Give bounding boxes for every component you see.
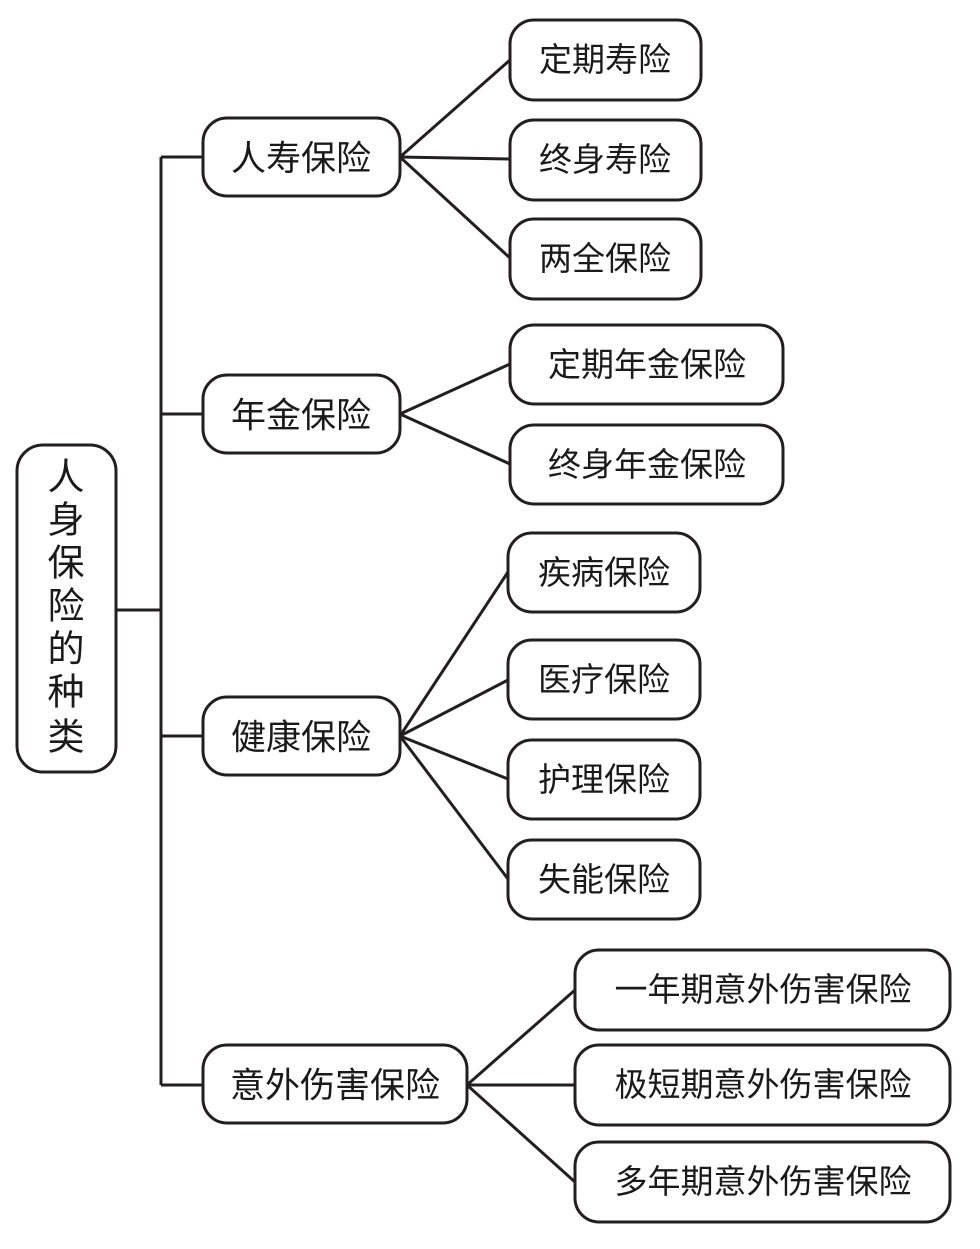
leaf-label-disease: 疾病保险: [538, 555, 670, 592]
branch-node-health-insurance[interactable]: 健康保险: [201, 695, 402, 777]
root-node[interactable]: 人 身 保 险 的 种 类: [15, 443, 118, 774]
root-label-char-3: 险: [48, 586, 85, 628]
leaf-node-disability[interactable]: 失能保险: [506, 838, 702, 921]
leaf-node-multi-year-accident[interactable]: 多年期意外伤害保险: [573, 1140, 952, 1224]
leaf-label-multi-year-accident: 多年期意外伤害保险: [615, 1164, 912, 1201]
leaf-box-whole-life[interactable]: [508, 118, 703, 202]
branch-node-life-insurance[interactable]: 人寿保险: [201, 116, 402, 198]
leaf-node-disease[interactable]: 疾病保险: [506, 531, 702, 614]
connector-health-to-leaf-3: [399, 734, 509, 781]
leaf-label-endowment: 两全保险: [539, 241, 671, 278]
leaf-box-ultra-short-accident[interactable]: [573, 1043, 952, 1127]
connector-health-to-leaf-4: [398, 735, 510, 880]
leaf-label-term-life: 定期寿险: [539, 42, 671, 79]
branch-node-annuity-insurance[interactable]: 年金保险: [201, 373, 402, 455]
branch-box-annuity-insurance[interactable]: [201, 373, 402, 455]
connector-health-to-leaf-2: [399, 678, 509, 738]
connector-life-to-leaf-3: [398, 155, 512, 260]
leaf-box-multi-year-accident[interactable]: [573, 1140, 952, 1224]
leaf-box-medical[interactable]: [506, 638, 702, 721]
root-label-char-4: 的: [48, 629, 85, 671]
leaf-label-whole-annuity: 终身年金保险: [548, 447, 746, 484]
connector-group-health: [398, 571, 510, 880]
branch-label-accident-insurance: 意外伤害保险: [230, 1067, 440, 1106]
branch-box-accident-insurance[interactable]: [201, 1043, 469, 1125]
leaf-box-term-annuity[interactable]: [508, 323, 785, 406]
root-label-char-2: 保: [48, 544, 85, 585]
leaf-box-one-year-accident[interactable]: [573, 948, 952, 1032]
branch-box-life-insurance[interactable]: [201, 116, 402, 198]
connector-life-to-leaf-2: [399, 155, 511, 161]
branch-box-health-insurance[interactable]: [201, 695, 402, 777]
connector-annuity-to-leaf-1: [399, 362, 511, 416]
leaf-node-one-year-accident[interactable]: 一年期意外伤害保险: [573, 948, 952, 1032]
leaf-label-nursing: 护理保险: [538, 762, 670, 799]
leaf-node-term-life[interactable]: 定期寿险: [508, 18, 703, 102]
leaf-label-term-annuity: 定期年金保险: [548, 347, 746, 384]
connector-life-to-leaf-1: [399, 58, 511, 159]
leaf-node-ultra-short-accident[interactable]: 极短期意外伤害保险: [573, 1043, 952, 1127]
root-label-char-6: 类: [48, 718, 85, 759]
leaf-node-whole-annuity[interactable]: 终身年金保险: [508, 423, 785, 506]
connector-group-accident: [465, 988, 577, 1184]
leaf-label-medical: 医疗保险: [538, 662, 670, 699]
root-node-box[interactable]: [15, 443, 118, 774]
connector-health-to-leaf-1: [398, 571, 510, 737]
connector-accident-to-leaf-3: [465, 1083, 577, 1184]
leaf-node-nursing[interactable]: 护理保险: [506, 738, 702, 821]
root-label-char-0: 人: [48, 458, 85, 499]
connector-group-life: [398, 58, 512, 260]
root-label-char-1: 身: [48, 500, 85, 542]
leaf-node-whole-life[interactable]: 终身寿险: [508, 118, 703, 202]
connector-group-annuity: [399, 362, 511, 466]
leaf-box-nursing[interactable]: [506, 738, 702, 821]
leaf-box-disease[interactable]: [506, 531, 702, 614]
branch-node-accident-insurance[interactable]: 意外伤害保险: [201, 1043, 469, 1125]
leaf-label-one-year-accident: 一年期意外伤害保险: [615, 972, 912, 1009]
root-label-char-5: 种: [48, 673, 85, 714]
leaf-node-term-annuity[interactable]: 定期年金保险: [508, 323, 785, 406]
branch-label-annuity-insurance: 年金保险: [231, 397, 371, 436]
branch-label-health-insurance: 健康保险: [231, 719, 371, 758]
leaf-label-whole-life: 终身寿险: [539, 142, 671, 179]
leaf-box-term-life[interactable]: [508, 18, 703, 102]
leaf-box-endowment[interactable]: [508, 217, 703, 301]
leaf-label-disability: 失能保险: [538, 862, 670, 899]
connector-group-trunk: [116, 155, 203, 1087]
leaf-label-ultra-short-accident: 极短期意外伤害保险: [615, 1067, 912, 1104]
leaf-node-endowment[interactable]: 两全保险: [508, 217, 703, 301]
connector-accident-to-leaf-1: [466, 988, 576, 1087]
leaf-box-whole-annuity[interactable]: [508, 423, 785, 506]
leaf-node-medical[interactable]: 医疗保险: [506, 638, 702, 721]
connector-annuity-to-leaf-2: [399, 412, 511, 466]
leaf-box-disability[interactable]: [506, 838, 702, 921]
branch-label-life-insurance: 人寿保险: [231, 140, 371, 179]
